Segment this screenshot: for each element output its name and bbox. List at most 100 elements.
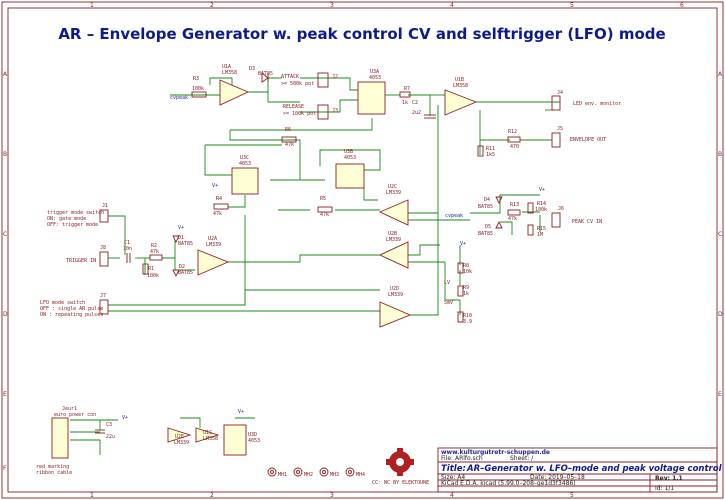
part-label: 4053 [239, 161, 251, 167]
ref-label: R4 [216, 196, 222, 202]
value-label: 1M [537, 232, 543, 238]
resistor-r15: R15 1M [527, 224, 546, 238]
title-block-rev: Rev: 1.1 [655, 475, 683, 482]
resistor-r2: R2 47k [149, 243, 163, 261]
ref-label: D3 [249, 66, 255, 72]
diode-d4: D4 BAT85 [478, 196, 503, 210]
resistor-r1: R1 100k [142, 263, 159, 279]
opamp-u1b: U1B LM358 [444, 77, 478, 116]
value-label: 47k [213, 211, 222, 217]
grid-row: E [3, 391, 7, 398]
ref-label: U2D [390, 286, 399, 292]
ref-label: J4 [557, 90, 563, 96]
label-release: RELEASE [283, 104, 304, 110]
grid-row: E [718, 391, 722, 398]
jack-label: LED env. monitor [573, 101, 621, 107]
part-label: BAT85 [478, 204, 493, 210]
grid-row: F [3, 465, 7, 472]
resistor-r10: R10 3.9 [457, 311, 472, 325]
part-label: BAT85 [258, 71, 273, 77]
grid-col: 1 [90, 492, 94, 499]
ref-label: R8 [463, 263, 469, 269]
grid-row: D [3, 311, 8, 318]
resistor-r13: R13 47k [507, 202, 521, 222]
part-label: LM339 [386, 237, 401, 243]
diode-d5: D5 BAT85 [478, 220, 503, 237]
value-label: 47k [285, 142, 294, 148]
connector-j2: J2 [317, 72, 338, 88]
part-label: 4053 [344, 155, 356, 161]
value-label: 100k [535, 207, 547, 213]
part-label: LM339 [386, 190, 401, 196]
ref-label: R10 [463, 313, 472, 319]
jack-label: PEAK CV IN [572, 219, 602, 225]
comparator-u2c: U2C LM339 [378, 184, 409, 226]
ref-label: R9 [463, 285, 469, 291]
grid-col: 3 [330, 2, 334, 9]
ref-label: J2 [332, 74, 338, 80]
jack-label: TRIGGER IN [66, 258, 96, 264]
grid-row: A [3, 71, 8, 78]
grid-row: C [718, 231, 722, 238]
ref-label: R5 [320, 196, 326, 202]
part-label: BAT85 [178, 241, 193, 247]
value-label: 3.9 [463, 319, 472, 325]
label-attack-value: >= 500k pot [281, 81, 314, 87]
grid-col: 2 [210, 2, 214, 9]
label-red-marking: red marking [36, 464, 69, 470]
resistor-r6: R6 47k [281, 127, 297, 148]
resistor-r12: R12 470 [507, 129, 521, 150]
ref-label: D4 [484, 197, 490, 203]
ref-label: R14 [537, 201, 546, 207]
ref-label: R1 [148, 266, 154, 272]
net-label-vplus: V+ [178, 225, 184, 231]
label-lfo-switch: LFO mode switch [40, 300, 85, 306]
ref-label: D5 [485, 224, 491, 230]
ref-label: C3 [106, 422, 112, 428]
ref-label: R11 [486, 146, 495, 152]
part-label: BAT85 [178, 270, 193, 276]
diode-d2: D2 BAT85 [172, 264, 193, 278]
value-label: 100k [147, 273, 159, 279]
label-attack: ATTACK [281, 74, 299, 80]
connector-jeur1: Jeur1 euro power con [51, 406, 96, 459]
part-label: LM339 [174, 440, 189, 446]
title-block-kicad: KiCad E.D.A. kicad (5.99.0–208–ge1d3f348… [441, 480, 576, 487]
mounting-hole-mh3: MH3 [319, 467, 339, 478]
title-block-size: Size: A4 [441, 474, 465, 481]
connector-j1: J1 [99, 203, 109, 223]
ref-label: R6 [285, 127, 291, 133]
connector-j6: J6 PEAK CV IN [551, 206, 602, 228]
value-label: 47k [320, 212, 329, 218]
mounting-hole-mh4: MH4 [345, 467, 365, 478]
ref-label: U3C [240, 155, 249, 161]
net-label-cvpeak: cvpeak [445, 213, 463, 219]
value-label: 100k [192, 86, 204, 92]
ref-label: U1A [222, 64, 231, 70]
connector-j4: J4 LED env. monitor [551, 90, 621, 111]
part-label: euro power con [54, 412, 96, 418]
grid-col: 5 [570, 2, 574, 9]
ref-label: R13 [510, 202, 519, 208]
diode-d1: D1 BAT85 [172, 235, 193, 247]
page-title: AR – Envelope Generator w. peak control … [58, 25, 665, 43]
net-label-vplus: V+ [238, 409, 244, 415]
part-label: LM339 [206, 242, 221, 248]
resistor-r4: R4 47k [213, 196, 229, 217]
ref-label: U3B [344, 149, 353, 155]
title-block-file: File: ARlfo.sch [441, 455, 483, 462]
grid-col: 4 [450, 2, 454, 9]
title-block-site: www.kulturgutretr-schuppen.de [441, 449, 550, 456]
ref-label: U1B [455, 77, 464, 83]
value-label: 47k [508, 216, 517, 222]
value-label: 1k [463, 291, 469, 297]
title-block-id: Id: 1/1 [655, 485, 674, 492]
part-label: LM358 [222, 70, 237, 76]
ref-label: D1 [178, 235, 184, 241]
comparator-u2d: U2D LM339 [379, 286, 412, 328]
ref-label: MH4 [356, 472, 365, 478]
resistor-r3: R3 100k [191, 76, 207, 98]
grid-col: 5 [570, 492, 574, 499]
part-label: 4053 [248, 438, 260, 444]
